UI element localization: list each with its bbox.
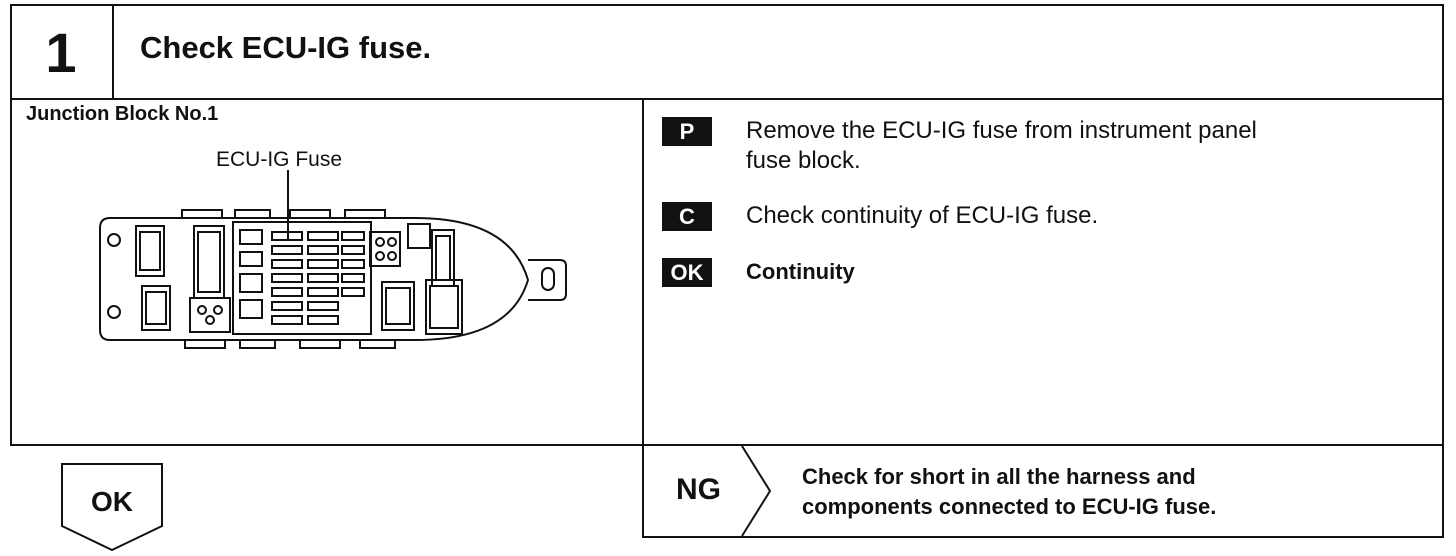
- tag-procedure: P: [662, 117, 712, 146]
- instruction-procedure-line1: Remove the ECU-IG fuse from instrument p…: [746, 117, 1257, 144]
- step-title: Check ECU-IG fuse.: [140, 30, 432, 65]
- ng-result-text-line2: components connected to ECU-IG fuse.: [802, 494, 1217, 519]
- instruction-procedure: Remove the ECU-IG fuse from instrument p…: [746, 116, 1426, 176]
- ng-result-text-line1: Check for short in all the harness and: [802, 464, 1196, 489]
- instruction-check: Check continuity of ECU-IG fuse.: [746, 202, 1099, 229]
- fuse-callout-label: ECU-IG Fuse: [216, 148, 343, 171]
- tag-ok: OK: [662, 258, 712, 287]
- block-outline: [99, 217, 530, 341]
- ng-result-text: Check for short in all the harness and c…: [802, 462, 1216, 522]
- content-divider: [642, 98, 644, 538]
- ok-result-badge-shape: [61, 463, 163, 552]
- junction-block-label: Junction Block No.1: [26, 103, 219, 125]
- tag-check: C: [662, 202, 712, 231]
- instruction-ok-result: Continuity: [746, 259, 855, 284]
- instruction-procedure-line2: fuse block.: [746, 147, 861, 174]
- ok-result-label: OK: [91, 486, 133, 517]
- ng-result-chevron: [741, 445, 772, 537]
- ng-result-label: NG: [676, 473, 721, 506]
- ng-result-box: [642, 444, 1444, 538]
- junction-block-diagram: [99, 170, 567, 349]
- step-number: 1: [45, 20, 77, 84]
- step-number-divider: [112, 4, 114, 100]
